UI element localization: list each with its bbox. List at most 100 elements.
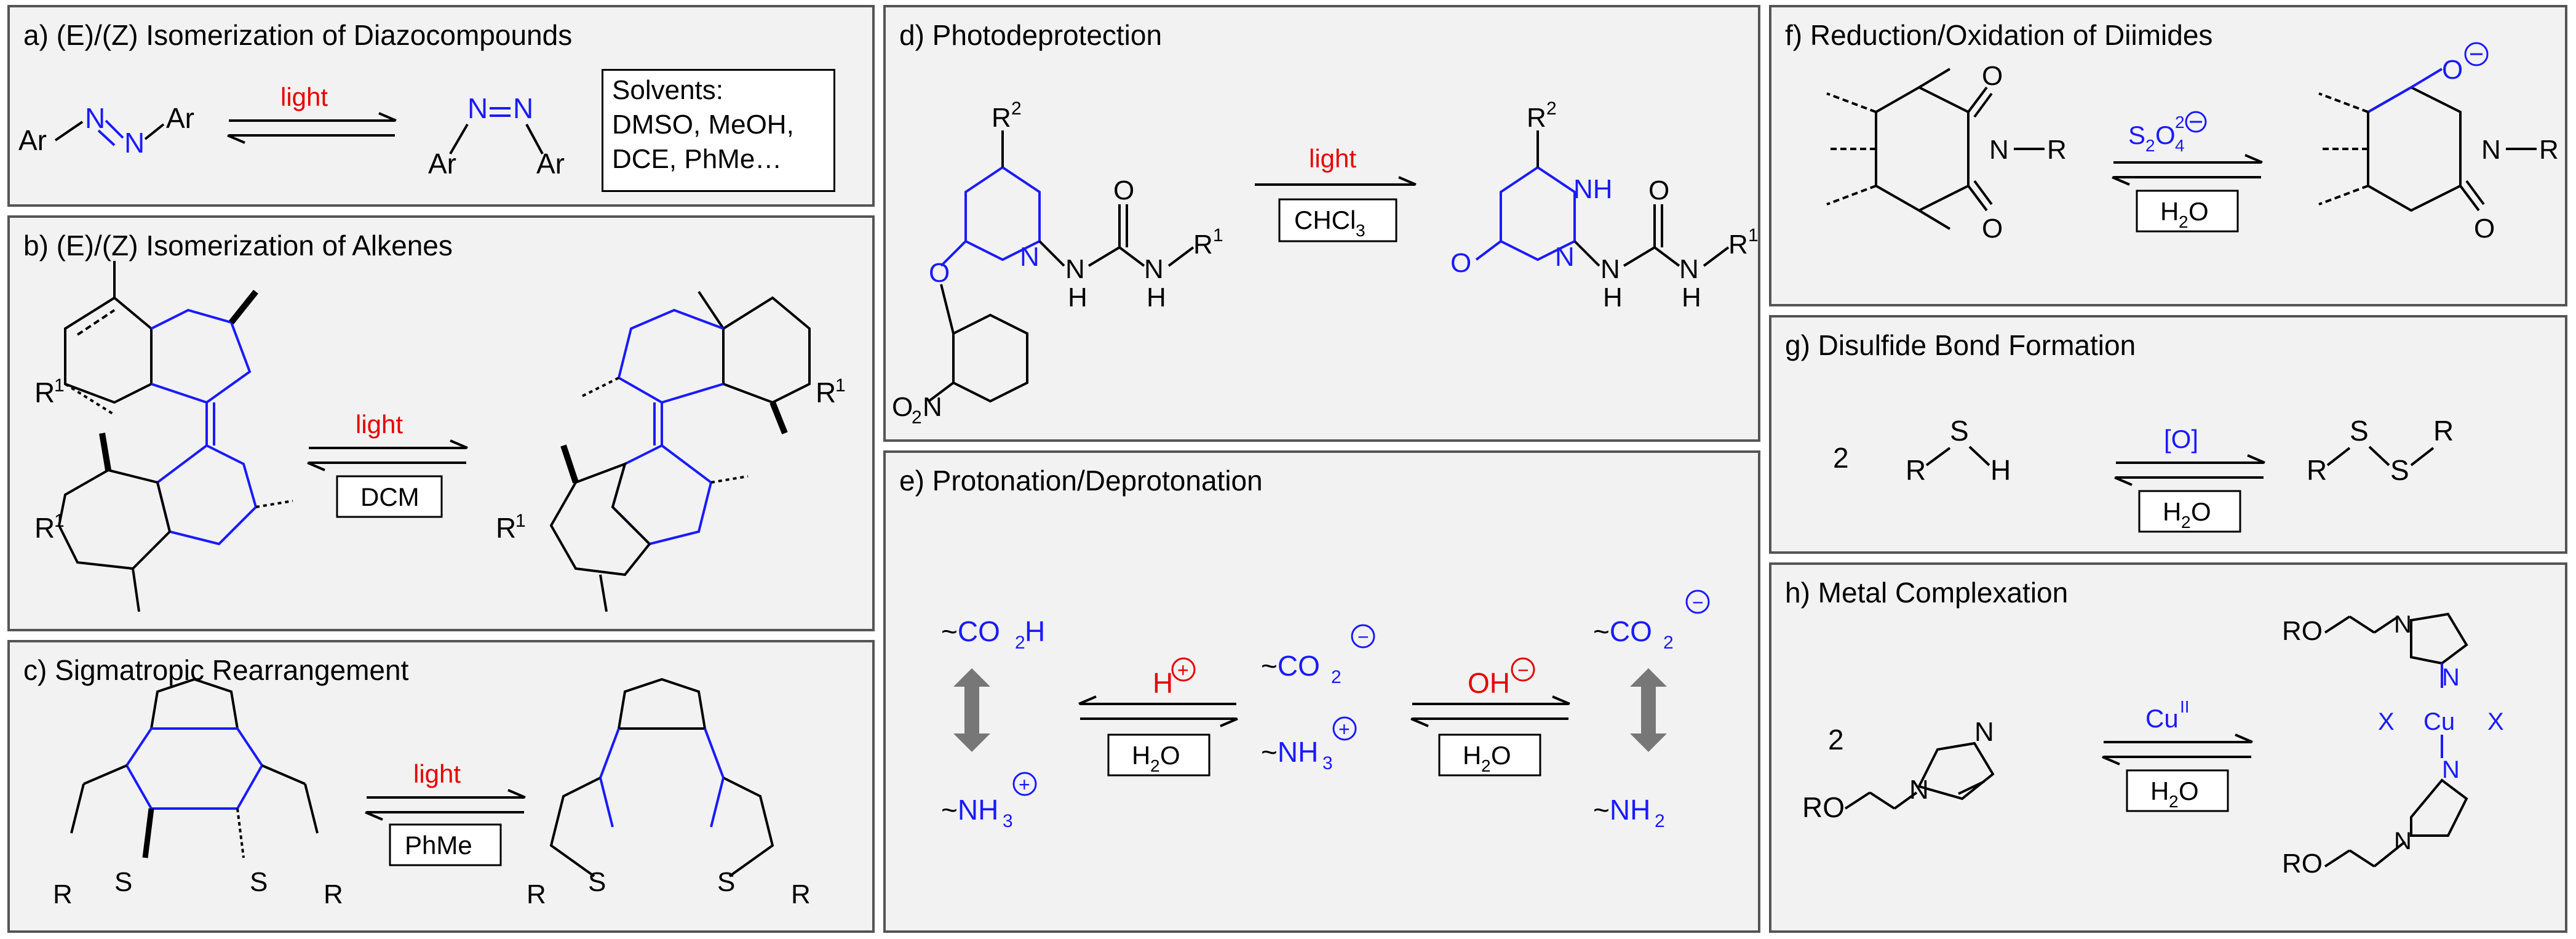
- e-h-plus: H: [1153, 667, 1173, 699]
- panel-b-scheme: R 1 R 1 light DCM R 1 R 1: [34, 261, 846, 612]
- d-left-n3: N: [1144, 254, 1164, 284]
- g-box: [2138, 490, 2241, 533]
- h-x-left: X: [2378, 708, 2395, 735]
- f-left-r: R: [2047, 135, 2067, 165]
- panel-c-scheme: R S S R light PhMe R S S R: [53, 677, 811, 909]
- d-right-nh: NH: [1573, 174, 1613, 204]
- panel-f-title: f) Reduction/Oxidation of Diimides: [1785, 19, 2213, 51]
- svg-text:O: O: [2191, 497, 2211, 526]
- d-left-n: N: [1020, 242, 1040, 272]
- h-complex-n2: N: [2442, 664, 2460, 691]
- a-solvents-line2: DCE, PhMe…: [612, 144, 782, 174]
- d-left-molecule: [928, 130, 1195, 403]
- d-left-o: O: [929, 258, 950, 288]
- svg-text:H: H: [1132, 741, 1150, 770]
- a-solvents-line1: DMSO, MeOH,: [612, 110, 794, 140]
- g-coef: 2: [1833, 442, 1849, 474]
- panel-g-scheme: 2 R S H [O] H 2 O R S S R: [1833, 415, 2454, 533]
- g-right-r1: R: [2307, 454, 2327, 486]
- d-right-o: O: [1450, 248, 1471, 278]
- svg-text:1: 1: [54, 511, 65, 531]
- svg-text:3: 3: [1322, 753, 1333, 773]
- panel-g-title: g) Disulfide Bond Formation: [1785, 329, 2136, 361]
- f-right-molecule: [2318, 68, 2537, 212]
- panel-d-title: d) Photodeprotection: [899, 19, 1163, 51]
- e-box-2: [1438, 733, 1541, 777]
- c-solvent-box: [389, 823, 502, 866]
- f-box: [2136, 190, 2239, 233]
- svg-text:H: H: [1025, 615, 1045, 647]
- h-left-n1: N: [1909, 775, 1929, 805]
- svg-text:3: 3: [1003, 811, 1013, 831]
- e-right-equilibrium-arrow: [1630, 668, 1667, 752]
- svg-text:H: H: [1463, 741, 1481, 770]
- svg-text:O: O: [2179, 777, 2199, 805]
- h-cu: Cu: [2423, 708, 2455, 735]
- h-left-n2: N: [1974, 717, 1994, 747]
- panel-e-scheme: ~CO 2 H ~NH 3 + H + H 2 O ~CO 2 − ~NH 3 …: [941, 589, 1710, 831]
- f-left-molecule: [1826, 68, 2045, 230]
- c-left-r2: R: [324, 879, 343, 909]
- c-right-molecule: [549, 677, 774, 877]
- d-right-n3: N: [1679, 254, 1699, 284]
- c-left-s1: S: [114, 867, 132, 897]
- e-mid-nh3: ~NH: [1261, 736, 1318, 768]
- d-left-r1: R: [1193, 230, 1213, 260]
- svg-text:1: 1: [515, 511, 526, 531]
- panel-f-scheme: O O N R S 2 O 4 2 H 2 O O: [1826, 42, 2559, 244]
- c-right-s2: S: [717, 867, 735, 897]
- d-right-h: H: [1603, 282, 1623, 313]
- g-left-r: R: [1906, 454, 1926, 486]
- svg-text:H: H: [2150, 777, 2169, 805]
- panel-a: a) (E)/(Z) Isomerization of Diazocompoun…: [7, 5, 875, 207]
- d-right-r2: R: [1527, 103, 1546, 133]
- b-left-r1a: R: [34, 377, 55, 409]
- f-right-o: O: [2474, 214, 2495, 244]
- svg-text:2: 2: [1011, 98, 1022, 119]
- svg-text:H: H: [2160, 197, 2179, 226]
- e-box-1: [1107, 733, 1210, 777]
- e-left-nh3: ~NH: [941, 794, 998, 826]
- panel-b-title: b) (E)/(Z) Isomerization of Alkenes: [23, 230, 453, 262]
- a-bond: [54, 121, 84, 142]
- h-complex-n4: N: [2394, 828, 2412, 855]
- a-right-n2: N: [513, 92, 533, 124]
- svg-text:2: 2: [1481, 756, 1491, 775]
- e-minus-2: −: [1692, 591, 1704, 613]
- a-solvents-label: Solvents:: [612, 75, 723, 105]
- h-complex-n3: N: [2442, 756, 2460, 783]
- svg-text:1: 1: [54, 375, 65, 396]
- h-left-ro: RO: [1802, 791, 1845, 823]
- e-plus-2: +: [1338, 718, 1350, 740]
- svg-text:O: O: [2188, 197, 2209, 226]
- b-right-r1a: R: [816, 377, 836, 409]
- panel-e: e) Protonation/Deprotonation ~CO 2 H ~NH…: [883, 450, 1760, 933]
- svg-text:2: 2: [2179, 212, 2188, 231]
- d-right-r1: R: [1728, 230, 1748, 260]
- d-left-h: H: [1068, 282, 1087, 313]
- svg-text:2: 2: [1546, 98, 1557, 119]
- svg-text:2: 2: [1655, 811, 1665, 831]
- f-right-r: R: [2539, 135, 2559, 165]
- d-right-molecule: [1475, 130, 1730, 267]
- f-right-n: N: [2481, 135, 2501, 165]
- f-left-n: N: [1989, 135, 2009, 165]
- g-right-s2: S: [2390, 454, 2409, 486]
- e-minus-1: −: [1358, 626, 1369, 648]
- svg-text:II: II: [2180, 697, 2190, 716]
- c-left-s2: S: [250, 867, 268, 897]
- c-right-s1: S: [588, 867, 606, 897]
- panel-h-title: h) Metal Complexation: [1785, 577, 2069, 609]
- g-left-s: S: [1950, 415, 1969, 447]
- e-oh-minus: OH: [1468, 667, 1510, 699]
- svg-text:2: 2: [2169, 792, 2179, 811]
- f-right-o-minus: O: [2442, 55, 2463, 85]
- svg-text:2: 2: [1663, 633, 1674, 653]
- c-condition: light: [413, 759, 461, 788]
- g-reagent: [O]: [2164, 425, 2198, 454]
- e-left-equilibrium-arrow: [953, 668, 990, 752]
- b-left-molecule: [57, 261, 293, 612]
- svg-text:H: H: [2163, 497, 2181, 526]
- svg-text:O: O: [1160, 741, 1180, 770]
- a-nn-bond2: [97, 129, 116, 146]
